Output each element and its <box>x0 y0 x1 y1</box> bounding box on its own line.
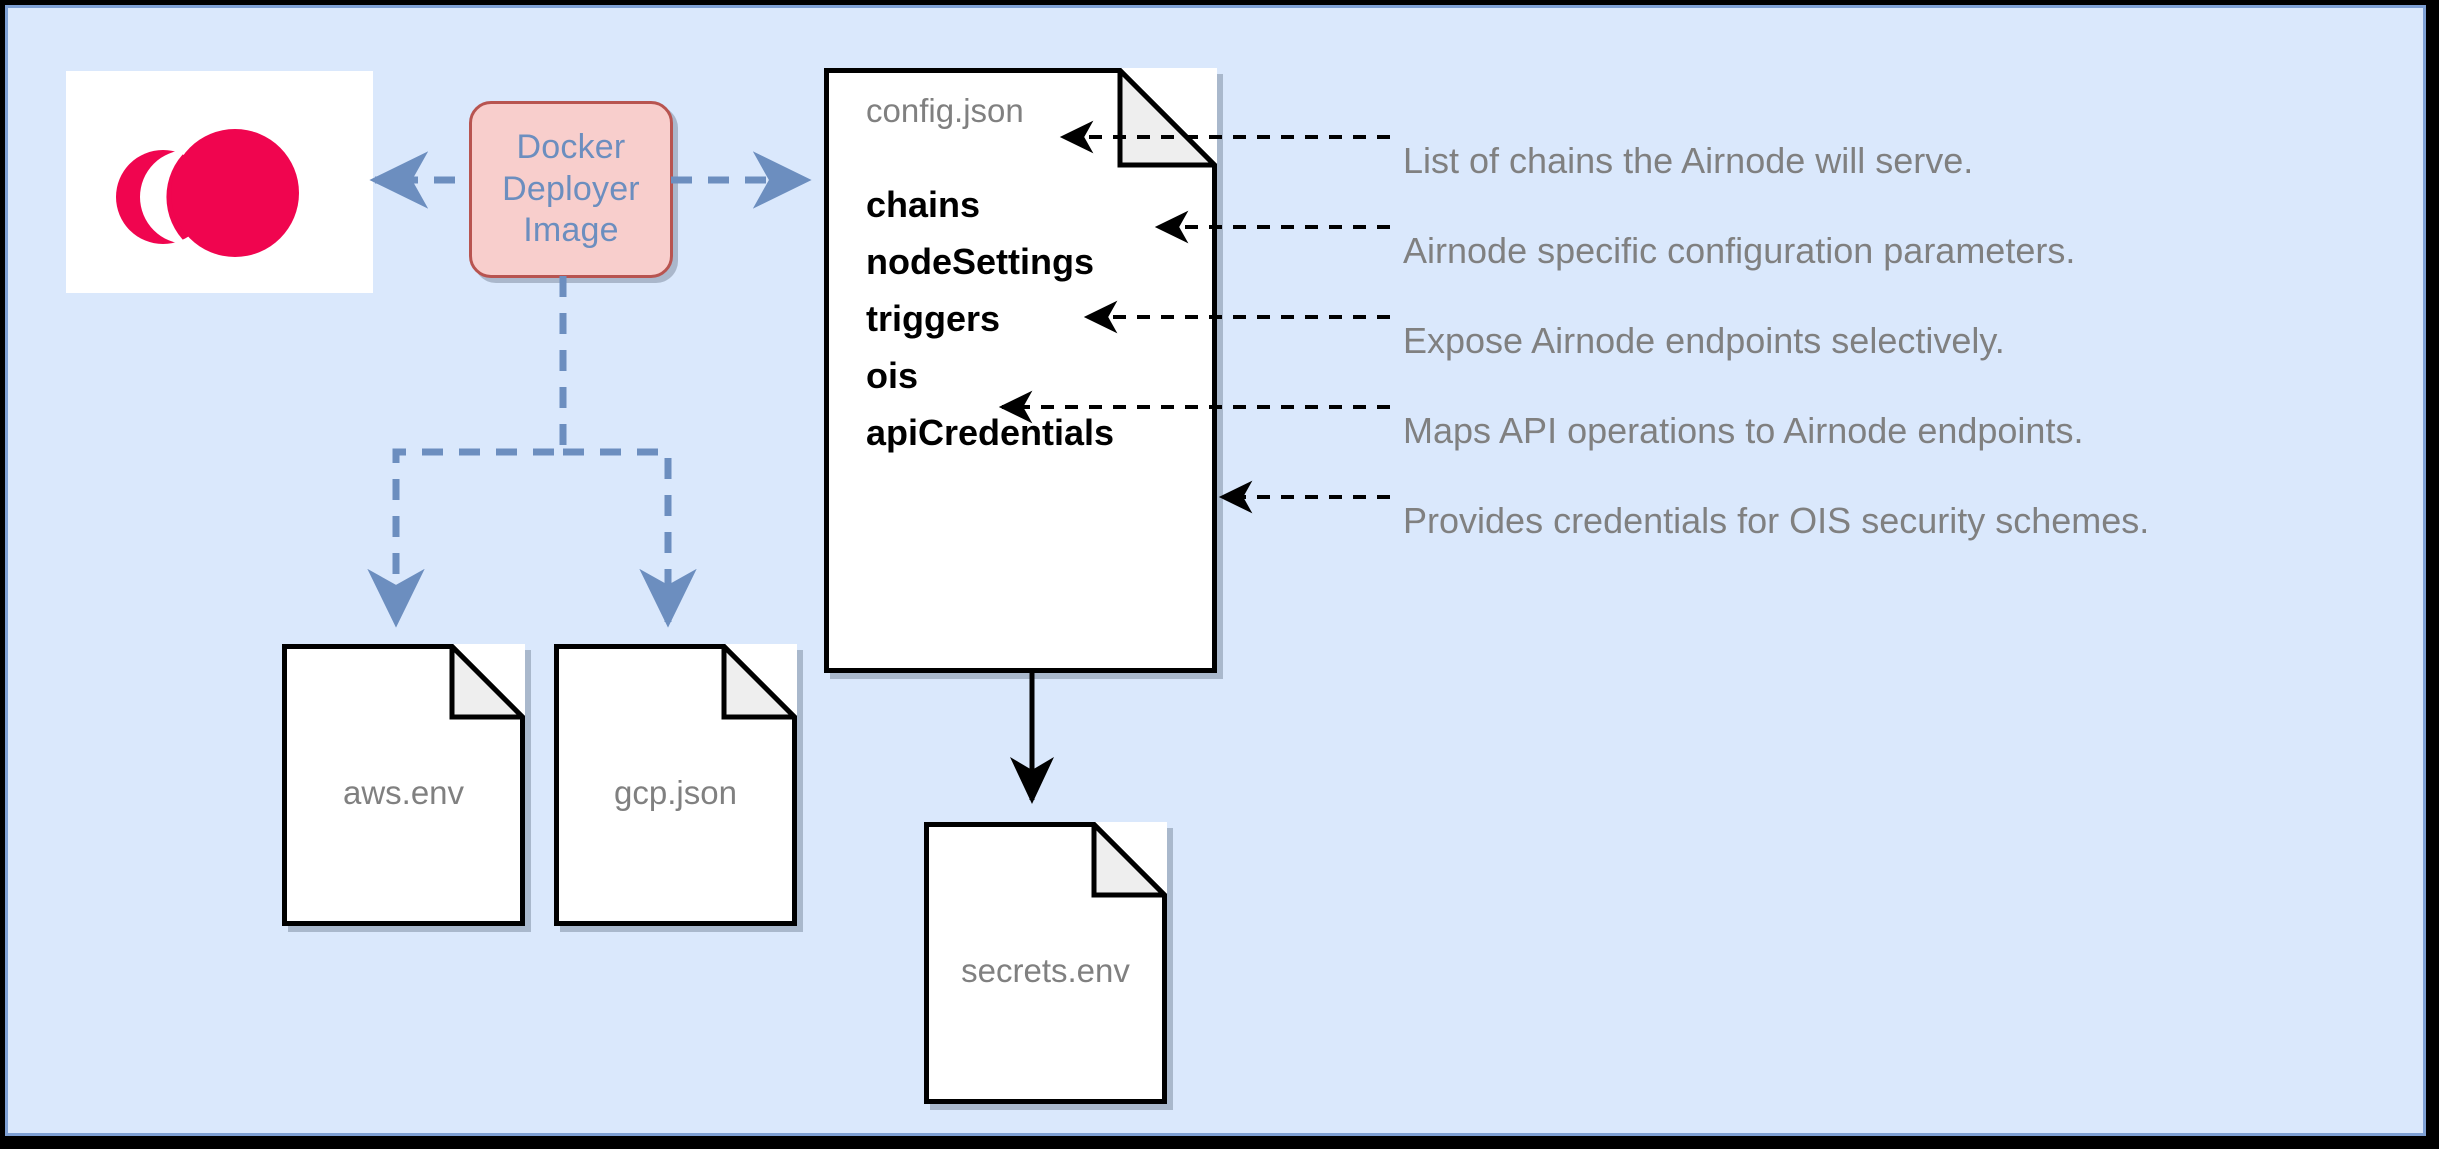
gcp-json-title: gcp.json <box>614 774 737 811</box>
secrets-env-paper <box>924 822 1167 1104</box>
secrets-env-title: secrets.env <box>961 952 1130 989</box>
docker-deployer-image-node[interactable]: Docker Deployer Image <box>469 101 673 278</box>
gcp-json-paper <box>554 644 797 926</box>
aws-env-document[interactable]: aws.env <box>282 644 525 926</box>
config-json-title: config.json <box>866 92 1024 129</box>
api3-logo <box>66 71 373 293</box>
docker-node-label-line2: Deployer <box>502 169 640 208</box>
config-key-triggers[interactable]: triggers <box>866 298 1001 339</box>
annotation-list: List of chains the Airnode will serve. A… <box>1403 116 2403 566</box>
docker-node-label-line1: Docker <box>516 128 626 167</box>
config-json-key-list: chains nodeSettings triggers ois apiCred… <box>866 176 1196 461</box>
annotation-triggers: Expose Airnode endpoints selectively. <box>1403 320 2005 361</box>
api3-logo-mark <box>116 129 299 257</box>
config-key-apiCredentials[interactable]: apiCredentials <box>866 412 1115 453</box>
aws-env-paper <box>282 644 525 926</box>
secrets-env-document[interactable]: secrets.env <box>924 822 1167 1104</box>
config-key-nodeSettings[interactable]: nodeSettings <box>866 241 1095 282</box>
docker-node-label-line3: Image <box>523 211 619 250</box>
diagram-page: Docker Deployer Image config.json chains… <box>5 5 2426 1136</box>
annotation-ois: Maps API operations to Airnode endpoints… <box>1403 410 2084 451</box>
docker-node-label: Docker Deployer Image <box>502 127 640 251</box>
config-key-chains[interactable]: chains <box>866 184 981 225</box>
config-json-paper <box>824 68 1217 673</box>
gcp-json-document[interactable]: gcp.json <box>554 644 797 926</box>
annotation-apicredentials: Provides credentials for OIS security sc… <box>1403 500 2150 541</box>
config-json-document[interactable]: config.json chains nodeSettings triggers… <box>824 68 1217 673</box>
aws-env-title: aws.env <box>342 774 465 811</box>
annotation-chains: List of chains the Airnode will serve. <box>1403 140 1974 181</box>
annotation-nodesettings: Airnode specific configuration parameter… <box>1403 230 2076 271</box>
config-key-ois[interactable]: ois <box>866 355 919 396</box>
